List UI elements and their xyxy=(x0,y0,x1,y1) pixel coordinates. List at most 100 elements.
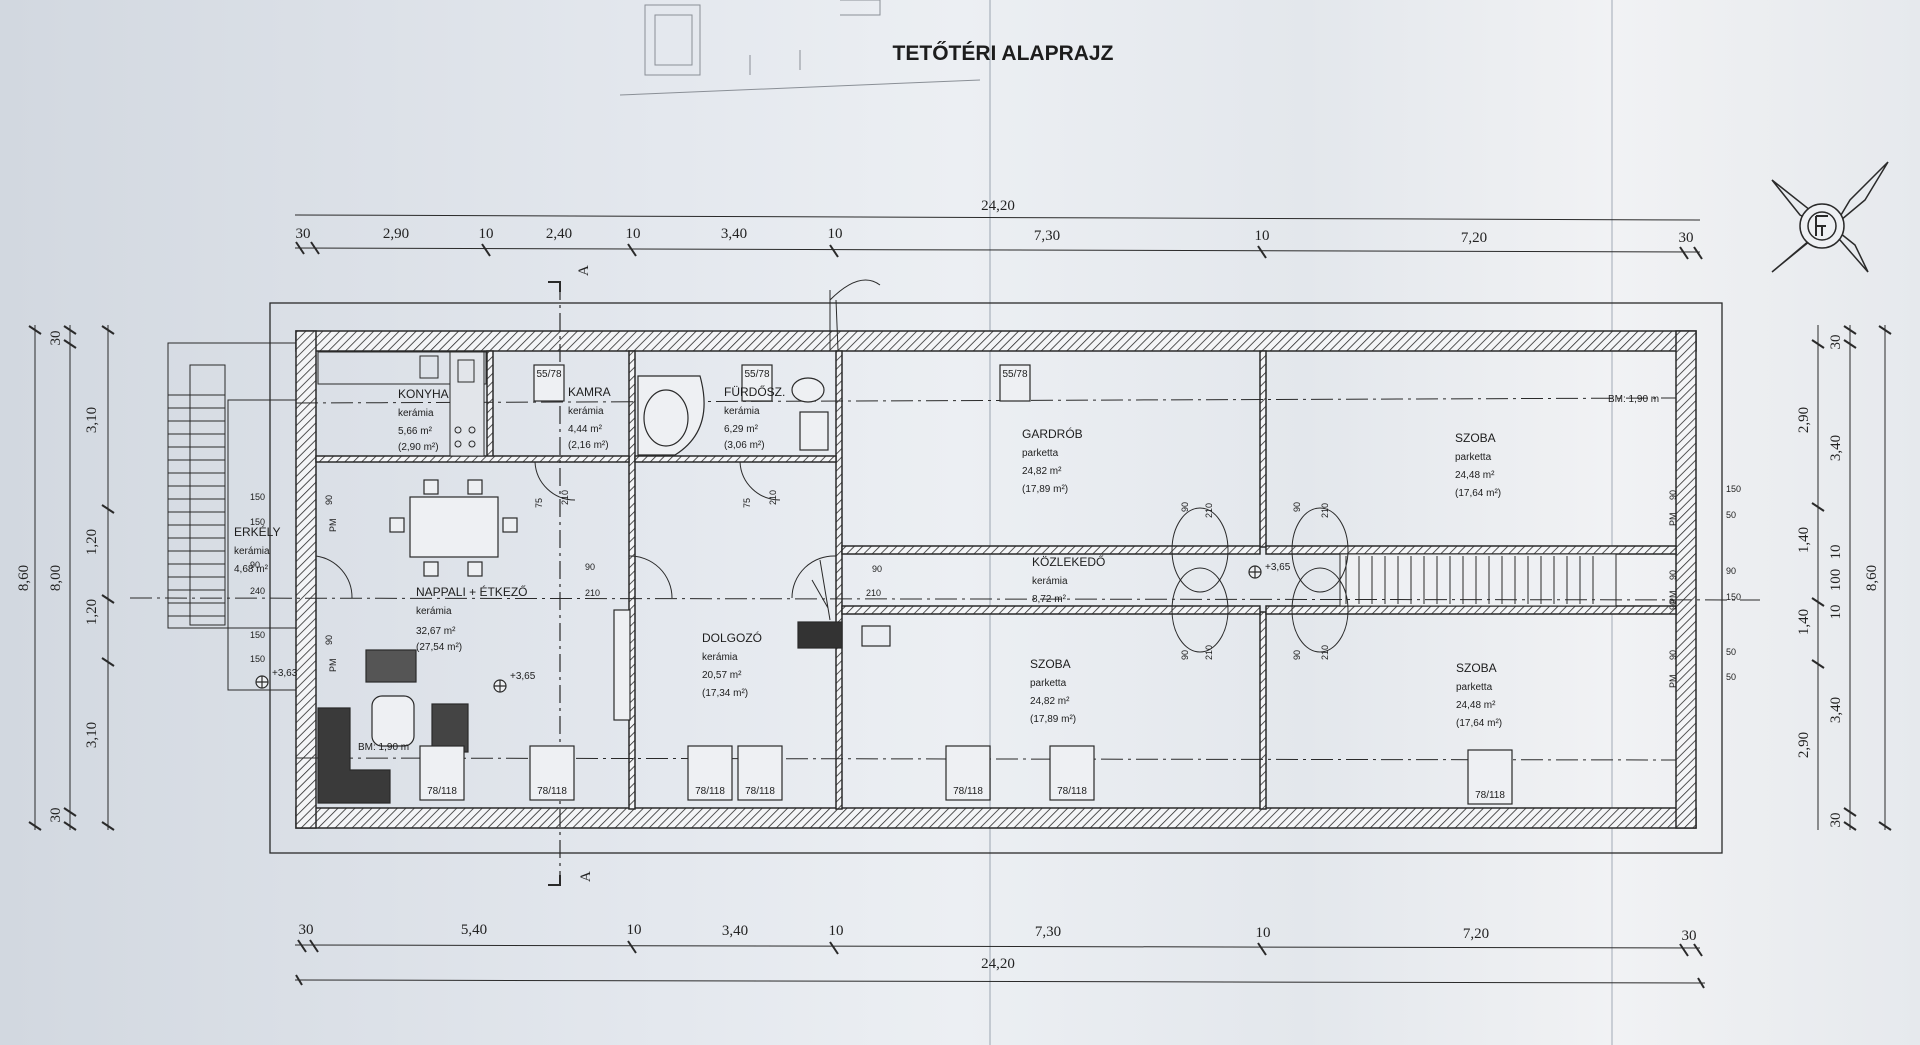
dim-left-3: 1,20 xyxy=(84,599,100,625)
roof-window-label: 55/78 xyxy=(536,369,561,380)
dim-bottom-4: 10 xyxy=(829,923,844,939)
svg-text:90: 90 xyxy=(1180,650,1190,660)
svg-text:20,57 m²: 20,57 m² xyxy=(702,670,742,681)
study-fixtures xyxy=(797,621,891,649)
drawing-title: TETŐTÉRI ALAPRAJZ xyxy=(893,42,1114,65)
svg-text:24,48 m²: 24,48 m² xyxy=(1455,470,1495,481)
door-size-labels: 150 150 90 240 150 150 90 210 90 210 75 … xyxy=(250,484,1741,682)
sofa-set xyxy=(317,609,631,804)
svg-text:90: 90 xyxy=(1668,600,1678,610)
svg-text:parketta: parketta xyxy=(1030,678,1067,689)
room-kozlekedo: KÖZLEKEDŐ kerámia 8,72 m² xyxy=(1032,554,1105,605)
svg-text:75: 75 xyxy=(742,498,752,508)
roof-window-label: 78/118 xyxy=(745,786,775,797)
svg-text:KAMRA: KAMRA xyxy=(568,385,611,399)
svg-text:(17,64 m²): (17,64 m²) xyxy=(1455,488,1501,499)
north-arrow-icon xyxy=(1771,161,1889,273)
svg-text:210: 210 xyxy=(1320,503,1330,518)
dim-bottom-0: 30 xyxy=(299,922,314,938)
dim-left-total: 8,60 xyxy=(16,565,32,591)
svg-text:24,48 m²: 24,48 m² xyxy=(1456,700,1496,711)
svg-text:90: 90 xyxy=(324,495,334,505)
dimension-chain-bottom xyxy=(294,939,1706,989)
svg-text:5,66 m²: 5,66 m² xyxy=(398,426,433,437)
svg-text:210: 210 xyxy=(585,588,600,598)
svg-text:kerámia: kerámia xyxy=(416,606,452,617)
roof-window-label: 78/118 xyxy=(1057,786,1087,797)
svg-text:210: 210 xyxy=(1204,645,1214,660)
roof-window-label: 55/78 xyxy=(744,369,769,380)
svg-text:90: 90 xyxy=(1292,502,1302,512)
svg-text:4,68 m²: 4,68 m² xyxy=(234,564,269,575)
room-furdo: FÜRDŐSZ. kerámia 6,29 m² (3,06 m²) xyxy=(724,384,785,451)
svg-text:kerámia: kerámia xyxy=(398,408,434,419)
dim-top-1: 2,90 xyxy=(383,226,409,242)
pm-label: PM xyxy=(328,519,338,533)
svg-text:ERKÉLY: ERKÉLY xyxy=(234,524,280,539)
svg-text:kerámia: kerámia xyxy=(234,546,270,557)
svg-text:(17,34 m²): (17,34 m²) xyxy=(702,688,748,699)
svg-text:150: 150 xyxy=(250,492,265,502)
roof-windows-bottom xyxy=(419,745,1513,805)
dim-right-outer-1: 3,40 xyxy=(1828,435,1844,461)
roof-window-label: 78/118 xyxy=(1475,790,1505,801)
level-label: +3,65 xyxy=(1265,562,1291,573)
level-marker-icon xyxy=(255,565,1262,693)
dim-top-4: 10 xyxy=(626,226,641,242)
svg-text:DOLGOZÓ: DOLGOZÓ xyxy=(702,630,762,645)
bm-note: BM: 1,90 m xyxy=(358,742,409,753)
svg-text:GARDRÓB: GARDRÓB xyxy=(1022,426,1083,441)
dim-bottom-8: 30 xyxy=(1682,928,1697,944)
svg-text:150: 150 xyxy=(1726,484,1741,494)
room-szoba-south: SZOBA parketta 24,82 m² (17,89 m²) xyxy=(1030,657,1076,725)
svg-text:50: 50 xyxy=(1726,672,1736,682)
dim-bottom-3: 3,40 xyxy=(722,923,748,939)
svg-text:parketta: parketta xyxy=(1455,452,1492,463)
section-marker xyxy=(548,281,561,886)
dim-left-5: 30 xyxy=(48,808,64,823)
svg-text:150: 150 xyxy=(1726,592,1741,602)
svg-text:kerámia: kerámia xyxy=(724,406,760,417)
room-konyha: KONYHA kerámia 5,66 m² (2,90 m²) xyxy=(398,387,449,453)
pencil-sketch xyxy=(619,0,981,96)
svg-text:(27,54 m²): (27,54 m²) xyxy=(416,642,462,653)
svg-text:(17,89 m²): (17,89 m²) xyxy=(1022,484,1068,495)
dim-right-outer-3: 100 xyxy=(1828,569,1844,592)
section-label-bottom: A xyxy=(578,871,594,882)
door-swings xyxy=(315,461,1349,653)
svg-text:4,44 m²: 4,44 m² xyxy=(568,424,603,435)
svg-text:(2,90 m²): (2,90 m²) xyxy=(398,442,439,453)
dim-right-inner-1: 1,40 xyxy=(1796,527,1812,553)
dim-left-4: 3,10 xyxy=(84,722,100,748)
svg-text:90: 90 xyxy=(1292,650,1302,660)
bathroom-fixtures xyxy=(637,375,829,456)
dim-right-total: 8,60 xyxy=(1864,565,1880,591)
dim-top-6: 10 xyxy=(828,226,843,242)
room-erkely: ERKÉLY kerámia 4,68 m² xyxy=(234,524,280,575)
svg-text:SZOBA: SZOBA xyxy=(1456,661,1497,675)
dimension-chain-top xyxy=(294,214,1703,260)
svg-text:kerámia: kerámia xyxy=(1032,576,1068,587)
kitchen-counter xyxy=(317,351,487,457)
dim-bottom-2: 10 xyxy=(627,922,642,938)
outer-walls xyxy=(295,330,1697,829)
level-label: +3,63 xyxy=(272,668,298,679)
svg-text:(2,16 m²): (2,16 m²) xyxy=(568,440,609,451)
svg-text:150: 150 xyxy=(250,517,265,527)
roof-window-label: 78/118 xyxy=(427,786,457,797)
svg-text:8,72 m²: 8,72 m² xyxy=(1032,594,1067,605)
svg-text:(3,06 m²): (3,06 m²) xyxy=(724,440,765,451)
svg-text:210: 210 xyxy=(1320,645,1330,660)
svg-text:75: 75 xyxy=(534,498,544,508)
room-gardrob: GARDRÓB parketta 24,82 m² (17,89 m²) xyxy=(1022,426,1083,495)
svg-text:KÖZLEKEDŐ: KÖZLEKEDŐ xyxy=(1032,554,1105,569)
dim-left-1: 3,10 xyxy=(84,407,100,433)
room-szoba-southeast: SZOBA parketta 24,48 m² (17,64 m²) xyxy=(1456,661,1502,729)
chimney-pipe xyxy=(811,279,881,621)
bm-note: BM: 1,90 m xyxy=(1608,394,1659,405)
dim-right-outer-6: 30 xyxy=(1828,813,1844,828)
svg-text:50: 50 xyxy=(1726,510,1736,520)
pm-label: PM xyxy=(1668,591,1678,605)
dim-right-inner-2: 1,40 xyxy=(1796,609,1812,635)
